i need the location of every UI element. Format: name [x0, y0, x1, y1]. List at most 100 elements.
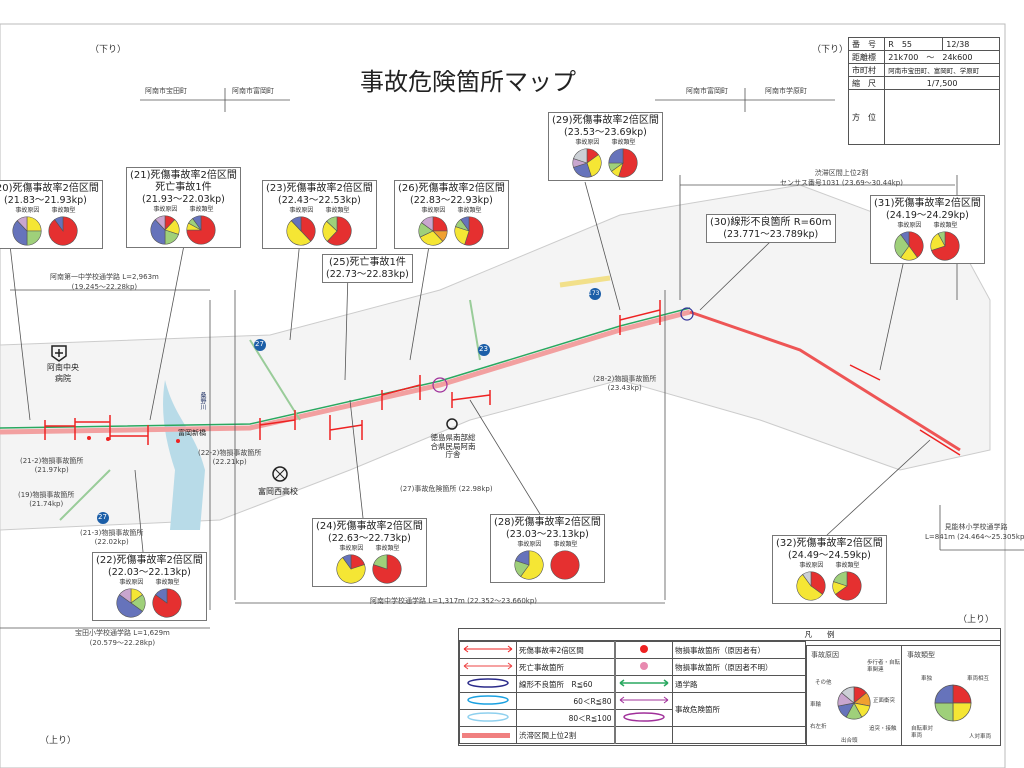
legend-right-label-0: 物損事故箇所（原因者有） — [672, 641, 806, 659]
school-route-arrow-icon — [619, 679, 668, 687]
pie-type-29 — [608, 148, 638, 178]
callout-25: (25)死亡事故1件(22.73～22.83kp) — [322, 254, 413, 284]
hospital-icon — [51, 345, 67, 362]
government-office-icon — [446, 418, 458, 430]
pie-slice-yellow — [27, 216, 42, 231]
town-boundary-2-right: 阿南市学原町 — [765, 87, 807, 95]
fatal-rate-arrow-icon — [463, 645, 513, 653]
point-21-2: (21-2)物損事故箇所(21.97kp) — [20, 457, 84, 474]
congestion-label: 渋滞区間上位2割センサス番号1031 (23.69～30.44kp) — [780, 169, 903, 187]
pie-slice-blue — [515, 550, 530, 565]
pie-slice-green — [27, 230, 42, 246]
pie-slice-blue — [900, 231, 910, 247]
curve-r80-icon — [467, 695, 509, 705]
pie-type-24 — [372, 554, 402, 584]
pie-slice-red — [433, 216, 448, 231]
pie-cause-31 — [894, 231, 924, 261]
river — [163, 380, 205, 530]
pie-slice-lilac — [421, 216, 434, 232]
pie-slice-blue — [116, 593, 144, 618]
pie-slice-yellow — [796, 573, 824, 601]
school-route-1-label: 阿南第一中学校通学路 L=2,963m(19.245～22.28kp) — [50, 273, 159, 291]
curve-r100-icon — [467, 712, 509, 722]
property-damage-dot-icon — [639, 645, 648, 653]
point-27: (27)事故危険箇所 (22.98kp) — [400, 485, 493, 493]
pie-slice-red — [835, 571, 862, 601]
pie-slice-lilac — [155, 215, 166, 231]
route-23-label: 23 — [479, 345, 488, 353]
callout-28: (28)死傷事故率2倍区間(23.03～23.13kp)事故原因事故類型 — [490, 514, 605, 583]
pie-slice-red — [301, 216, 316, 242]
route-173-label: 173 — [588, 290, 600, 297]
pie-slice-blue — [54, 216, 64, 232]
point-19: (19)物損事故箇所(21.74kp) — [18, 491, 75, 508]
route-27-label-2: 27 — [98, 513, 107, 521]
legend-pie-key: 事故原因 事故類型 歩行者・自転車関連 正面衝突 追突・接触 出合頭 右左折 車… — [806, 645, 1001, 746]
pie-slice-green — [938, 231, 946, 246]
river-label: 桑野川 — [199, 392, 206, 410]
pie-slice-red — [186, 215, 216, 245]
direction-up-left: （上り） — [40, 736, 77, 746]
pie-cause-22 — [116, 588, 146, 618]
pie-slice-blue — [342, 554, 352, 570]
danger-point-marker — [432, 377, 448, 393]
pie-type-21 — [186, 215, 216, 245]
pie-slice-lilac — [119, 588, 132, 604]
school-route-3-label: 宝田小学校通学路 L=1,629m(20.579～22.28kp) — [75, 629, 170, 647]
pie-type-28 — [550, 550, 580, 580]
pie-cause-32 — [796, 571, 826, 601]
curve-marker — [680, 307, 694, 321]
route-27-label: 27 — [255, 340, 264, 348]
pie-cause-29 — [572, 148, 602, 178]
bridge-label: 富岡新橋 — [178, 429, 206, 437]
legend-right-label-2: 通学路 — [672, 675, 806, 693]
callout-30: (30)線形不良箇所 R=60m(23.771～23.789kp) — [706, 214, 836, 244]
pie-cause-20 — [12, 216, 42, 246]
point-22-2: (22-2)物損事故箇所(22.21kp) — [198, 449, 262, 466]
pie-slice-blue — [12, 219, 28, 246]
pie-slice-yellow — [286, 219, 312, 246]
direction-down-left: （下り） — [90, 45, 127, 55]
hospital-label: 阿南中央病院 — [47, 363, 79, 383]
pie-type-22 — [152, 588, 182, 618]
callout-26: (26)死傷事故率2倍区間(22.83～22.93kp)事故原因事故類型 — [394, 180, 509, 249]
pie-type-20 — [48, 216, 78, 246]
pie-slice-green — [833, 571, 848, 586]
town-boundary-2-left: 阿南市富岡町 — [686, 87, 728, 95]
pie-type-23 — [322, 216, 352, 246]
congestion-segment — [689, 310, 961, 452]
national-route-55 — [0, 309, 691, 435]
legend-title: 凡 例 — [459, 629, 1000, 641]
pie-slice-blue — [608, 148, 624, 163]
danger-point-arrow-icon — [619, 696, 668, 704]
pie-cause-28 — [514, 550, 544, 580]
pie-slice-red — [909, 231, 924, 258]
pie-slice-gray — [802, 571, 812, 587]
pie-cause-21 — [150, 215, 180, 245]
school-icon — [272, 466, 288, 482]
pie-cause-24 — [336, 554, 366, 584]
pie-slice-red — [327, 216, 352, 246]
route-shields — [97, 288, 601, 524]
pie-slice-green — [326, 216, 338, 232]
legend-right-label-3: 事故危険箇所 — [672, 692, 806, 727]
congestion-bar-icon — [462, 732, 510, 738]
pie-slice-blue — [934, 684, 954, 704]
callout-29: (29)死傷事故率2倍区間(23.53～23.69kp)事故原因事故類型 — [548, 112, 663, 181]
fatal-accident-arrow-icon — [463, 662, 513, 670]
pie-slice-red — [550, 550, 580, 580]
school-label: 富岡西高校 — [258, 487, 298, 496]
pie-slice-gray — [573, 148, 588, 163]
pie-slice-green — [934, 702, 954, 722]
pie-slice-yellow — [952, 702, 972, 722]
point-21-3: (21-3)物損事故箇所(22.02kp) — [80, 529, 144, 546]
pie-slice-lilac — [17, 216, 28, 232]
pie-slice-yellow — [520, 550, 544, 580]
school-route-line — [0, 307, 691, 429]
legend-cause-pie — [837, 686, 871, 720]
callout-32: (32)死傷事故率2倍区間(24.49～24.59kp)事故原因事故類型 — [772, 535, 887, 604]
pie-slice-yellow — [336, 556, 366, 584]
page-title: 事故危険箇所マップ — [360, 68, 576, 96]
